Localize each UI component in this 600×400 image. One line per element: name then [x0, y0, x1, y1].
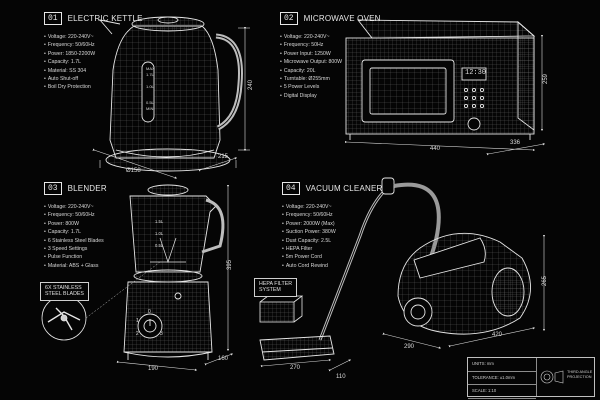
volume-mark: 1.0L: [155, 231, 164, 236]
blender-volume-marks: 1.5L 1.0L 0.5L: [155, 216, 163, 252]
spec-item: Power Input: 1250W: [280, 50, 381, 58]
spec-item: Capacity: 20L: [280, 67, 381, 75]
volume-mark: 0.5L: [155, 243, 164, 248]
dim-blender-width: 190: [148, 366, 159, 372]
spec-item: 5m Power Cord: [282, 253, 383, 261]
spec-item: Digital Display: [280, 92, 381, 100]
spec-item: Material: SS 304: [44, 67, 143, 75]
projection-text: THIRD ANGLE PROJECTION: [567, 370, 592, 380]
spec-item: Capacity: 1.7L: [44, 228, 107, 236]
spec-item: Suction Power: 380W: [282, 228, 383, 236]
dim-kettle-diameter: Ø158: [126, 168, 141, 174]
dim-nozzle-width: 270: [290, 365, 301, 371]
units-label: UNITS: mm: [468, 358, 536, 372]
spec-item: Power: 2000W (Max): [282, 220, 383, 228]
dim-micro-height: 259: [543, 73, 550, 85]
level-mark: MAX: [146, 66, 155, 71]
spec-item: Capacity: 1.7L: [44, 58, 143, 66]
speed-label: 1: [136, 318, 139, 324]
dim-nozzle-depth: 110: [336, 374, 346, 380]
section-vacuum: 04 VACUUM CLEANER Voltage: 220-240V~ Freq…: [282, 182, 383, 270]
spec-item: Voltage: 220-240V~: [44, 203, 107, 211]
section-title: ELECTRIC KETTLE: [67, 14, 143, 23]
blades-callout: 6X STAINLESS STEEL BLADES: [40, 282, 89, 301]
dim-kettle-depth: 215: [218, 154, 229, 160]
section-title: VACUUM CLEANER: [305, 184, 383, 193]
dim-micro-depth: 336: [510, 140, 521, 146]
spec-item: Frequency: 50Hz: [280, 41, 381, 49]
speed-label: 0: [148, 309, 151, 315]
blender-drawing: [123, 184, 225, 360]
spec-item: Material: ABS + Glass: [44, 262, 107, 270]
section-blender: 03 BLENDER Voltage: 220-240V~ Frequency: …: [44, 182, 107, 270]
spec-item: Voltage: 220-240V~: [280, 33, 381, 41]
section-title: BLENDER: [67, 184, 107, 193]
spec-item: 6 Stainless Steel Blades: [44, 237, 107, 245]
kettle-water-level: MAX 1.7L 1.0L 0.5L MIN: [146, 66, 155, 112]
spec-list: Voltage: 220-240V~ Frequency: 50/60Hz Po…: [282, 203, 383, 270]
section-number: 03: [44, 182, 62, 195]
dim-micro-width: 440: [430, 146, 441, 152]
callout-line: STEEL BLADES: [45, 291, 84, 298]
section-number: 04: [282, 182, 300, 195]
spec-list: Voltage: 220-240V~ Frequency: 50/60Hz Po…: [44, 33, 143, 92]
tolerance-label: TOLERANCE: ±1.0mm: [468, 372, 536, 386]
section-number: 01: [44, 12, 62, 25]
dim-vac-width: 290: [404, 344, 415, 350]
spec-item: Auto Shut-off: [44, 75, 143, 83]
projection-line: THIRD ANGLE: [567, 370, 593, 374]
spec-item: HEPA Filter: [282, 245, 383, 253]
hepa-filter-detail: [259, 295, 304, 323]
scale-label: SCALE: 1:10: [468, 385, 536, 399]
projection-cell: THIRD ANGLE PROJECTION: [536, 358, 595, 396]
section-kettle: 01 ELECTRIC KETTLE Voltage: 220-240V~ Fre…: [44, 12, 143, 92]
vacuum-drawing: [259, 177, 531, 361]
spec-item: Frequency: 50/60Hz: [44, 211, 107, 219]
spec-item: Power: 1850-2200W: [44, 50, 143, 58]
callout-line: HEPA FILTER: [259, 281, 293, 287]
hepa-callout: HEPA FILTER SYSTEM: [254, 278, 298, 297]
spec-item: Boil Dry Protection: [44, 83, 143, 91]
spec-item: Voltage: 220-240V~: [44, 33, 143, 41]
spec-item: 5 Power Levels: [280, 83, 381, 91]
projection-line: PROJECTION: [567, 375, 592, 379]
spec-item: Dust Capacity: 2.5L: [282, 237, 383, 245]
microwave-display: 12:30: [465, 69, 487, 77]
dim-blender-depth: 160: [218, 356, 229, 362]
blades-detail: [41, 261, 161, 341]
dim-vac-height: 265: [542, 275, 549, 287]
level-mark: 1.0L: [146, 84, 154, 89]
spec-list: Voltage: 220-240V~ Frequency: 50Hz Power…: [280, 33, 381, 100]
spec-item: Frequency: 50/60Hz: [44, 41, 143, 49]
level-mark: 1.7L: [146, 72, 154, 77]
kettle-drawing: [98, 16, 243, 172]
dim-blender-height: 395: [227, 259, 234, 271]
spec-item: Voltage: 220-240V~: [282, 203, 383, 211]
spec-item: Microwave Output: 800W: [280, 58, 381, 66]
spec-item: 3 Speed Settings: [44, 245, 107, 253]
spec-item: Power: 800W: [44, 220, 107, 228]
spec-item: Pulse Function: [44, 253, 107, 261]
spec-list: Voltage: 220-240V~ Frequency: 50/60Hz Po…: [44, 203, 107, 270]
spec-item: Auto Cord Rewind: [282, 262, 383, 270]
dim-kettle-height: 240: [248, 79, 255, 91]
callout-line: 6X STAINLESS: [45, 285, 82, 291]
title-block: UNITS: mm TOLERANCE: ±1.0mm SCALE: 1:10 …: [467, 357, 595, 399]
spec-item: Turntable: Ø255mm: [280, 75, 381, 83]
third-angle-projection-icon: [540, 370, 564, 384]
level-mark: 0.5L: [146, 100, 154, 105]
speed-label: 3: [160, 331, 163, 337]
speed-label: 2: [136, 331, 139, 337]
spec-item: Frequency: 50/60Hz: [282, 211, 383, 219]
callout-line: SYSTEM: [259, 287, 281, 294]
section-number: 02: [280, 12, 298, 25]
volume-mark: 1.5L: [155, 219, 164, 224]
section-microwave: 02 MICROWAVE OVEN Voltage: 220-240V~ Freq…: [280, 12, 381, 100]
section-title: MICROWAVE OVEN: [303, 14, 381, 23]
level-mark: MIN: [146, 106, 154, 111]
dim-vac-depth: 420: [492, 332, 503, 338]
